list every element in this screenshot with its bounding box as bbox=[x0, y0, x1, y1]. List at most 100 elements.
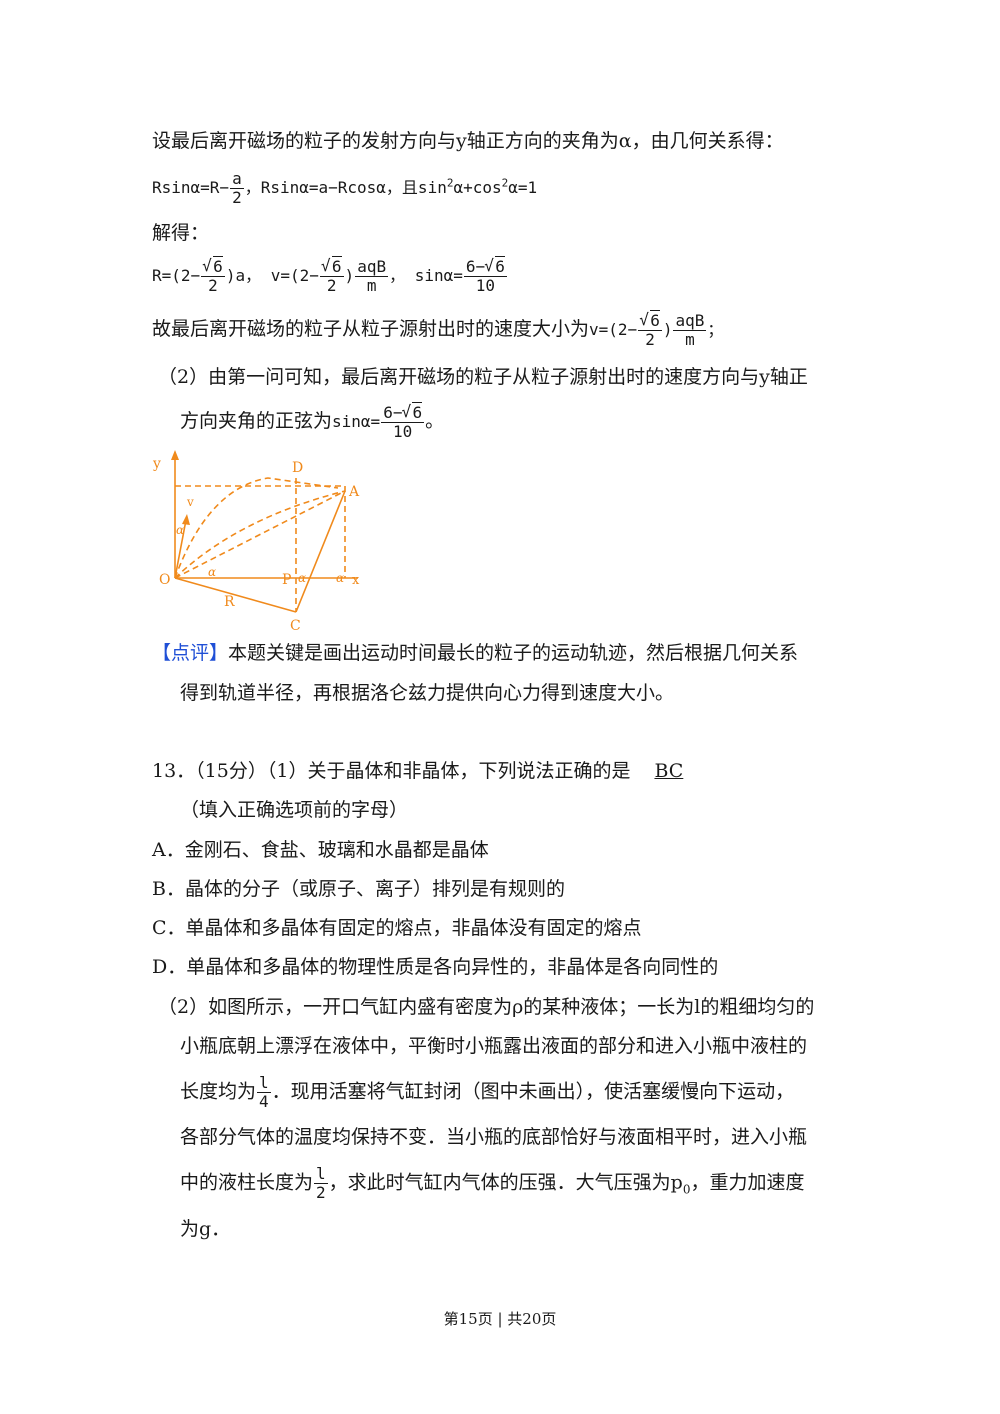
text-line: 小瓶底朝上漂浮在液体中，平衡时小瓶露出液面的部分和进入小瓶中液柱的 bbox=[180, 1035, 808, 1057]
label-alpha-3: α bbox=[298, 571, 306, 585]
option-C: C．单晶体和多晶体有固定的熔点，非晶体没有固定的熔点 bbox=[152, 917, 642, 939]
denominator: 2 bbox=[208, 276, 218, 295]
equation-text: sinα= bbox=[332, 412, 381, 431]
line-text: 故最后离开磁场的粒子从粒子源射出时的速度大小为 bbox=[152, 318, 590, 340]
text-line: 解得： bbox=[152, 222, 210, 244]
numerator: 6 bbox=[201, 256, 225, 277]
numerator: l bbox=[314, 1164, 328, 1184]
label-alpha-1: α bbox=[176, 523, 184, 537]
radius-OC bbox=[174, 577, 297, 613]
denominator: 2 bbox=[645, 330, 655, 349]
superscript: 2 bbox=[501, 176, 509, 190]
equation-text: Rsinα=R− bbox=[152, 178, 230, 197]
numerator: a bbox=[230, 169, 244, 189]
velocity-arrowhead bbox=[182, 514, 190, 525]
text-line: 方向夹角的正弦为sinα=6−610。 bbox=[180, 402, 445, 441]
denominator: 4 bbox=[259, 1092, 269, 1111]
line-text: 。 bbox=[425, 410, 445, 432]
radicand: 6 bbox=[495, 256, 505, 276]
line-text: 长度均为 bbox=[180, 1080, 257, 1103]
equation-text: α=1 bbox=[508, 178, 538, 197]
numerator: l bbox=[257, 1073, 271, 1093]
label-x: x bbox=[352, 573, 360, 588]
equation-text: v=(2− bbox=[270, 266, 319, 285]
numerator: 6 bbox=[638, 310, 662, 331]
dashed-arc-inner bbox=[174, 490, 346, 579]
fraction: 6−610 bbox=[381, 402, 425, 441]
equation-text: )a， bbox=[225, 266, 262, 285]
radicand: 6 bbox=[412, 402, 423, 422]
equation-text: α+cos bbox=[453, 178, 502, 197]
label-alpha-4: α bbox=[336, 571, 344, 585]
radicand: 6 bbox=[213, 256, 223, 276]
equation-text: ) bbox=[344, 266, 355, 285]
velocity-arrow bbox=[174, 519, 187, 579]
label-A: A bbox=[348, 484, 360, 500]
review-text: 本题关键是画出运动时间最长的粒子的运动轨迹，然后根据几何关系 bbox=[228, 642, 799, 664]
denominator: 2 bbox=[232, 188, 242, 207]
label-y: y bbox=[152, 456, 161, 472]
fraction: 62 bbox=[319, 256, 344, 295]
label-P: P bbox=[282, 572, 291, 588]
label-O: O bbox=[159, 572, 170, 588]
line-text: 方向夹角的正弦为 bbox=[180, 410, 333, 432]
equation-text: ； bbox=[707, 320, 724, 339]
denominator: 2 bbox=[316, 1183, 326, 1202]
equation-text: ) bbox=[662, 320, 673, 339]
subscript: 0 bbox=[682, 1182, 691, 1197]
numerator: aqB bbox=[355, 257, 389, 277]
text-line: 各部分气体的温度均保持不变．当小瓶的底部恰好与液面相平时，进入小瓶 bbox=[180, 1126, 808, 1148]
option-A: A．金刚石、食盐、玻璃和水晶都是晶体 bbox=[152, 839, 489, 861]
label-R: R bbox=[224, 594, 235, 610]
radius-CA bbox=[295, 490, 346, 613]
review-line: 得到轨道半径，再根据洛仑兹力提供向心力得到速度大小。 bbox=[180, 682, 675, 704]
text-line: （2）由第一问可知，最后离开磁场的粒子从粒子源射出时的速度方向与y轴正 bbox=[158, 366, 808, 388]
fraction: 62 bbox=[201, 256, 225, 295]
label-v: v bbox=[186, 495, 194, 509]
y-axis-arrow bbox=[171, 450, 179, 460]
answer-blank: BC bbox=[654, 760, 684, 782]
denominator: 10 bbox=[475, 276, 495, 295]
question-hint: （填入正确选项前的字母） bbox=[180, 799, 409, 821]
line-text: ，求此时气缸内气体的压强．大气压强为p bbox=[328, 1171, 683, 1194]
label-alpha-2: α bbox=[208, 565, 216, 579]
numerator: aqB bbox=[673, 311, 707, 331]
review-tag: 【点评】 bbox=[152, 642, 229, 664]
equation-text: v=(2− bbox=[589, 320, 638, 339]
line-text: ，重力加速度 bbox=[690, 1171, 805, 1194]
radicand: 6 bbox=[650, 310, 660, 330]
label-C: C bbox=[290, 618, 301, 634]
review-line: 【点评】本题关键是画出运动时间最长的粒子的运动轨迹，然后根据几何关系 bbox=[152, 640, 798, 666]
denominator: 10 bbox=[393, 422, 413, 441]
geometry-diagram: y x O D A P C R v α α α α bbox=[152, 450, 360, 634]
dashed-arc bbox=[174, 477, 339, 579]
text-line: （2）如图所示，一开口气缸内盛有密度为ρ的某种液体；一长为l的粗细均匀的 bbox=[158, 996, 815, 1018]
dashed-chord-OA bbox=[174, 490, 346, 579]
denominator: m bbox=[685, 330, 695, 349]
text-line: 设最后离开磁场的粒子的发射方向与y轴正方向的夹角为α，由几何关系得： bbox=[152, 130, 784, 152]
fraction: 6−610 bbox=[463, 256, 507, 295]
text-line: 为g． bbox=[180, 1218, 231, 1240]
denominator: m bbox=[366, 276, 377, 295]
option-B: B．晶体的分子（或原子、离子）排列是有规则的 bbox=[152, 878, 565, 900]
radicand: 6 bbox=[331, 256, 342, 276]
denominator: 2 bbox=[326, 276, 337, 295]
option-D: D．单晶体和多晶体的物理性质是各向异性的，非晶体是各向同性的 bbox=[152, 956, 719, 978]
question-header: 13．（15分）（1）关于晶体和非晶体，下列说法正确的是 BC bbox=[152, 758, 707, 784]
numerator: 6 bbox=[319, 256, 344, 277]
question-text: 13．（15分）（1）关于晶体和非晶体，下列说法正确的是 bbox=[152, 760, 631, 782]
page-footer: 第15页 | 共20页 bbox=[443, 1310, 557, 1328]
line-text: 中的液柱长度为 bbox=[180, 1171, 314, 1194]
numerator: 6−6 bbox=[381, 402, 425, 423]
label-D: D bbox=[292, 460, 303, 476]
equation-text: ，Rsinα=a−Rcosα，且sin bbox=[244, 178, 447, 197]
fraction: 62 bbox=[638, 310, 662, 349]
